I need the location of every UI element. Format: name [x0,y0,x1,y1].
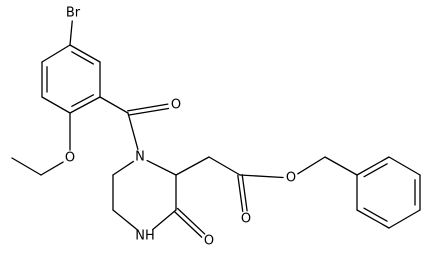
carbonyl-oxygen-label: O [171,98,181,113]
bond-n1-c2 [146,159,177,176]
bond-c3-oA-a [173,210,203,238]
bond-b1-b2 [356,156,390,176]
bond-c3-n4 [152,209,177,231]
bonds [11,20,421,238]
ester-carbonyl-oxygen-label: O [241,212,251,227]
bond-a1-br [69,20,73,46]
bond-ch2-cE [208,156,241,176]
amide-oxygen-label: O [204,234,214,249]
atom-labels: Br O O N NH O O O [65,6,296,249]
bond-cE-oE2-a [237,174,244,213]
bond-a3-cC [99,96,129,114]
bromine-label: Br [66,6,81,21]
ester-oxygen-label: O [286,171,296,186]
bond-b5-b6-inner [363,207,388,222]
bond-e1-e2 [11,157,42,176]
ring-nitrogen-acyl-label: N [135,150,145,165]
bond-cE-oE2-b [241,174,248,212]
bond-a1-a2-inner [71,51,95,65]
bond-b2-b3 [388,156,421,176]
bond-b4-b5 [388,209,421,229]
bond-bz-b1 [324,156,358,176]
bond-a3-a4 [69,96,101,114]
bond-c6-n1 [112,160,134,176]
bond-cE-oS [239,174,284,179]
ether-oxygen-label: O [65,151,75,166]
bond-oS-bz [297,156,326,175]
bond-c2-ch2 [175,156,210,176]
bond-cC-oC-b [126,103,169,112]
bond-a3-a4-inner [71,94,95,108]
bond-n4-c5 [112,209,138,231]
bond-c3-oA-b [176,207,206,235]
bond-a1-a2 [69,44,101,63]
bond-b1-b2-inner [363,163,388,178]
bond-oE-e1 [40,161,64,176]
bond-a6-a1 [41,44,71,63]
bond-cC-oC-a [127,107,170,116]
bond-b5-b6 [356,209,390,229]
bond-cC-n1 [127,112,139,150]
bond-a4-a5 [41,96,71,114]
ring-nitrogen-amide-label: NH [135,229,155,244]
